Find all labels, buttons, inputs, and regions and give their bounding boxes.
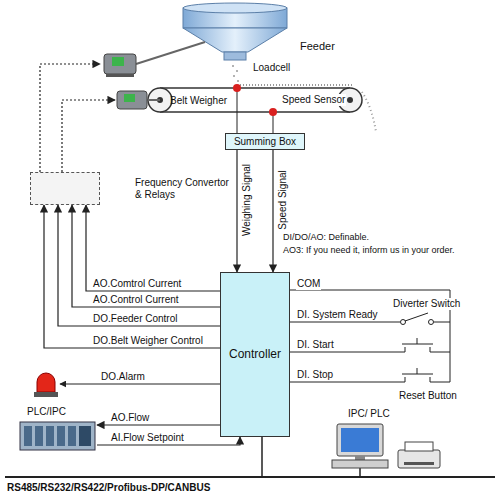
edge-label: AI.Flow Setpoint <box>110 432 185 444</box>
node-text: Belt Weigher <box>170 95 227 107</box>
signal-connector <box>62 100 115 172</box>
plc-rack <box>20 422 95 450</box>
annotation-label: RS485/RS232/RS422/Profibus-DP/CANBUS <box>6 482 211 494</box>
annotation-label: DO.Alarm <box>100 371 146 383</box>
ipc-plc: IPC/ PLC <box>330 406 445 472</box>
feeder-motor <box>104 42 205 77</box>
controller-box: Controller <box>220 272 290 437</box>
edge-label: DO.Feeder Control <box>92 313 178 325</box>
feeder-hopper <box>183 3 287 60</box>
annotation-label: DI. System Ready <box>296 309 379 321</box>
signal-connector <box>86 205 220 291</box>
annotation-label: DI. Stop <box>296 369 334 381</box>
signal-connector <box>58 205 220 326</box>
annotation-label: Reset Button <box>398 390 458 402</box>
annotation-label: DI. Start <box>296 339 335 351</box>
edge-label: AO.Flow <box>110 412 150 424</box>
ipc-bus-wire <box>359 468 361 477</box>
alarm-lamp <box>34 373 58 397</box>
signal-connector <box>236 150 237 272</box>
node-text: Controller <box>229 348 281 362</box>
node-text: IPC/ PLC <box>348 408 390 420</box>
signal-connector <box>40 64 100 172</box>
plc-ipc: PLC/IPC <box>15 404 97 452</box>
annotation-label: COM <box>296 278 321 290</box>
loadcell-wire <box>237 88 238 133</box>
alarm-wire <box>60 384 220 385</box>
annotation-label: Loadcell <box>252 62 291 74</box>
edge-label: DO.Belt Weigher Control <box>92 335 204 347</box>
summing-box: Summing Box <box>225 133 305 150</box>
signal-connector <box>272 150 273 272</box>
material-flow <box>232 65 376 132</box>
controller-bus-wire <box>261 437 263 477</box>
edge-label: Speed Signal <box>277 169 289 231</box>
annotation-label: Speed Sensor <box>281 94 346 106</box>
annotation-label: AO3: If you need it, inform us in your o… <box>282 245 496 255</box>
node-text: PLC/IPC <box>27 406 66 418</box>
annotation-label: Diverter Switch <box>392 298 461 310</box>
node-text: Feeder <box>300 40 335 53</box>
computer-printer <box>332 424 440 468</box>
edge-label: AO.Comtrol Current <box>92 278 182 290</box>
node-text: Frequency Convertor & Relays <box>135 177 235 200</box>
frequency-convertor: Frequency Convertor & Relays <box>30 172 100 205</box>
signal-connector <box>97 424 220 425</box>
fieldbus-line <box>5 476 495 478</box>
signal-connector <box>44 205 220 348</box>
annotation-label: DI/DO/AO: Definable. <box>282 232 370 242</box>
edge-label: Weighing Signal <box>241 163 253 237</box>
signal-connector <box>72 205 220 307</box>
loadcell-dot <box>233 84 241 92</box>
belt-motor <box>117 91 160 109</box>
speed-sensor-dot <box>269 108 277 116</box>
node-text: Summing Box <box>234 136 296 148</box>
edge-label: AO.Control Current <box>92 294 180 306</box>
belt-conveyor <box>148 88 362 112</box>
